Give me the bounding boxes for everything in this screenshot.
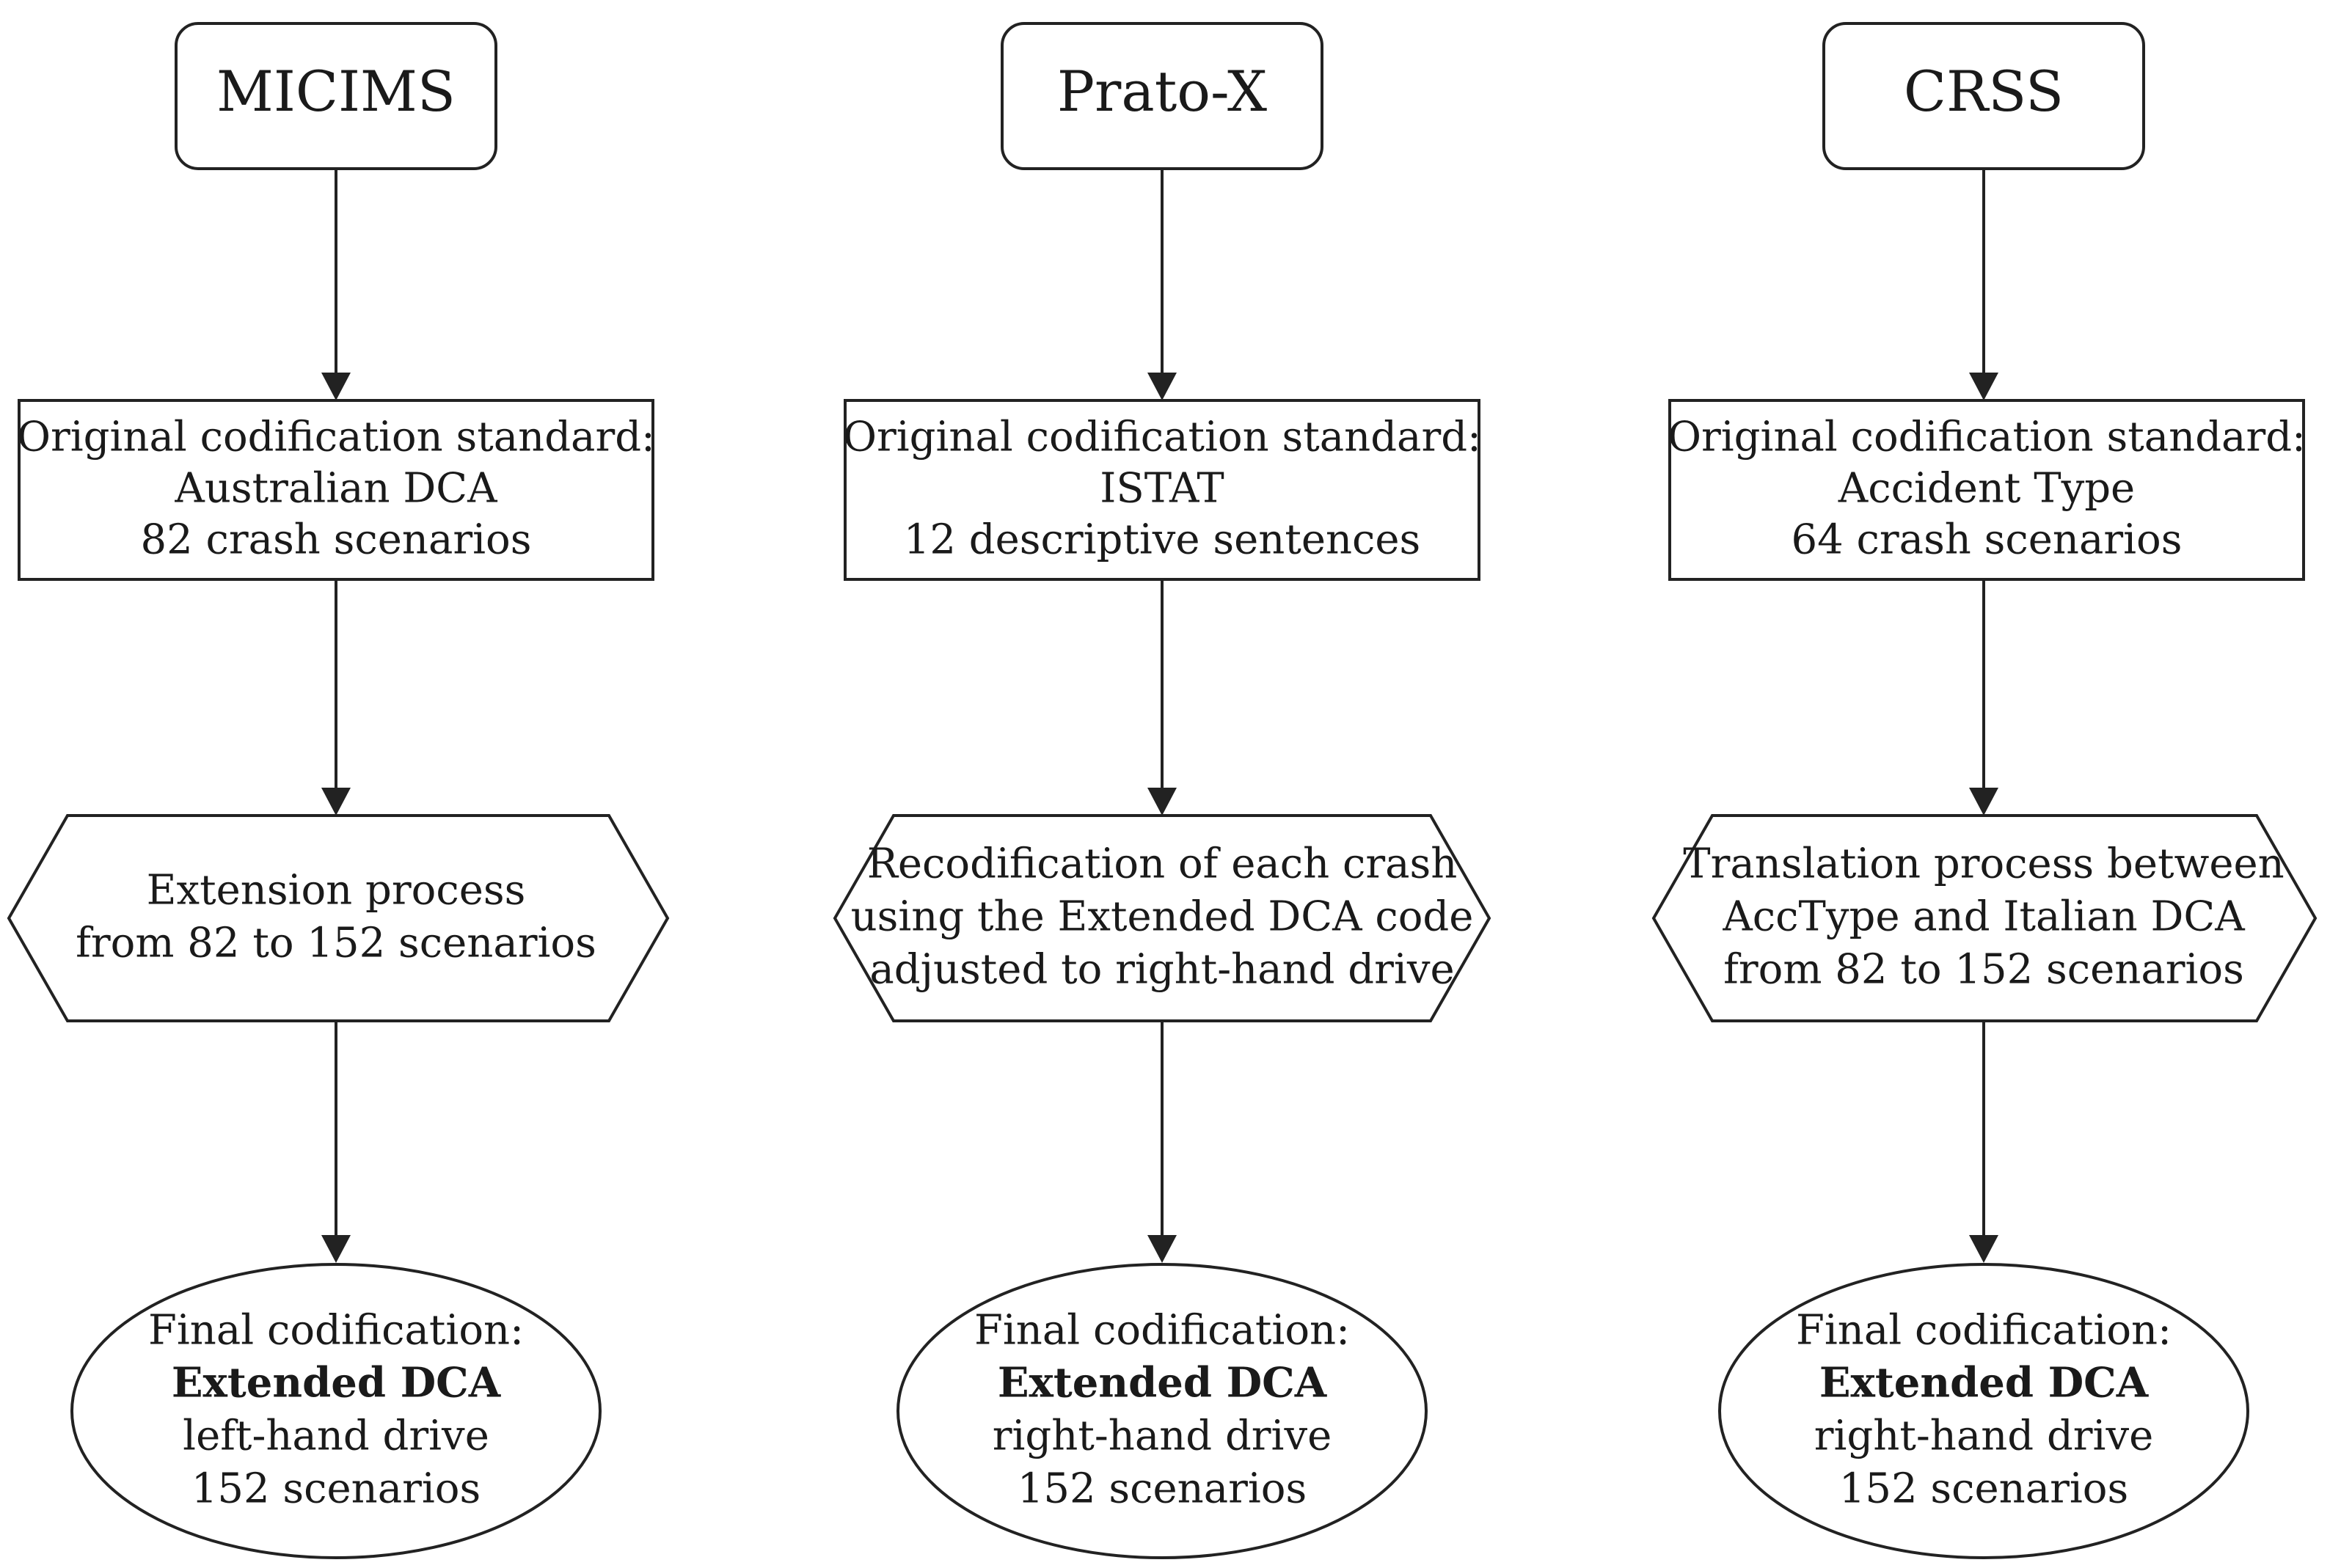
process-hexagon-micims [7, 814, 670, 1022]
final-line4-prato-x: 152 scenarios [1018, 1465, 1307, 1513]
final-line2-micims: Extended DCA [172, 1359, 502, 1407]
standard-heading-micims: Original codification standard: [17, 414, 655, 461]
standard-name-micims: Australian DCA [174, 465, 497, 513]
final-line4-crss: 152 scenarios [1839, 1465, 2129, 1513]
arrowhead [321, 373, 351, 400]
final-ellipse-micims [70, 1263, 602, 1559]
process-hexagon-crss [1651, 814, 2318, 1022]
source-label-micims: MICIMS [216, 59, 456, 124]
arrowhead [1969, 1235, 1998, 1263]
arrowhead [321, 1235, 351, 1263]
standard-heading-crss: Original codification standard: [1668, 414, 2306, 461]
final-line1-micims: Final codification: [148, 1307, 524, 1355]
arrowhead [1147, 788, 1177, 816]
final-line3-micims: left-hand drive [183, 1413, 489, 1460]
column-crss: CRSS Original codification standard: Acc… [1651, 22, 2318, 1559]
standard-count-micims: 82 crash scenarios [140, 516, 531, 564]
column-prato-x: Prato-X Original codification standard: … [833, 22, 1491, 1559]
process-line2-micims: from 82 to 152 scenarios [76, 920, 596, 967]
process-line1-crss: Translation process between [1683, 840, 2285, 888]
arrowhead [321, 788, 351, 816]
final-ellipse-crss [1718, 1263, 2249, 1559]
source-label-prato-x: Prato-X [1057, 59, 1267, 124]
standard-box-prato-x [844, 399, 1480, 581]
process-line2-crss: AccType and Italian DCA [1722, 893, 2245, 941]
source-label-crss: CRSS [1904, 59, 2064, 124]
arrowhead [1147, 1235, 1177, 1263]
standard-count-prato-x: 12 descriptive sentences [904, 516, 1421, 564]
arrowhead [1969, 373, 1998, 400]
final-line1-crss: Final codification: [1796, 1307, 2172, 1355]
process-line3-prato-x: adjusted to right-hand drive [869, 946, 1454, 994]
standard-heading-prato-x: Original codification standard: [843, 414, 1481, 461]
final-ellipse-prato-x [896, 1263, 1428, 1559]
process-line3-crss: from 82 to 152 scenarios [1723, 946, 2244, 994]
standard-count-crss: 64 crash scenarios [1791, 516, 2182, 564]
final-line3-prato-x: right-hand drive [993, 1413, 1332, 1460]
process-line2-prato-x: using the Extended DCA code [851, 893, 1474, 941]
arrowhead [1147, 373, 1177, 400]
final-line2-crss: Extended DCA [1819, 1359, 2150, 1407]
process-line1-micims: Extension process [147, 867, 526, 915]
process-hexagon-prato-x [833, 814, 1491, 1022]
arrowhead [1969, 788, 1998, 816]
standard-box-micims [18, 399, 654, 581]
final-line4-micims: 152 scenarios [191, 1465, 481, 1513]
standard-name-crss: Accident Type [1838, 465, 2135, 513]
final-line3-crss: right-hand drive [1814, 1413, 2154, 1460]
final-line1-prato-x: Final codification: [974, 1307, 1350, 1355]
standard-name-prato-x: ISTAT [1100, 465, 1224, 513]
process-line1-prato-x: Recodification of each crash [867, 840, 1458, 888]
standard-box-crss [1668, 399, 2305, 581]
column-micims: MICIMS Original codification standard: A… [7, 22, 670, 1559]
final-line2-prato-x: Extended DCA [998, 1359, 1328, 1407]
